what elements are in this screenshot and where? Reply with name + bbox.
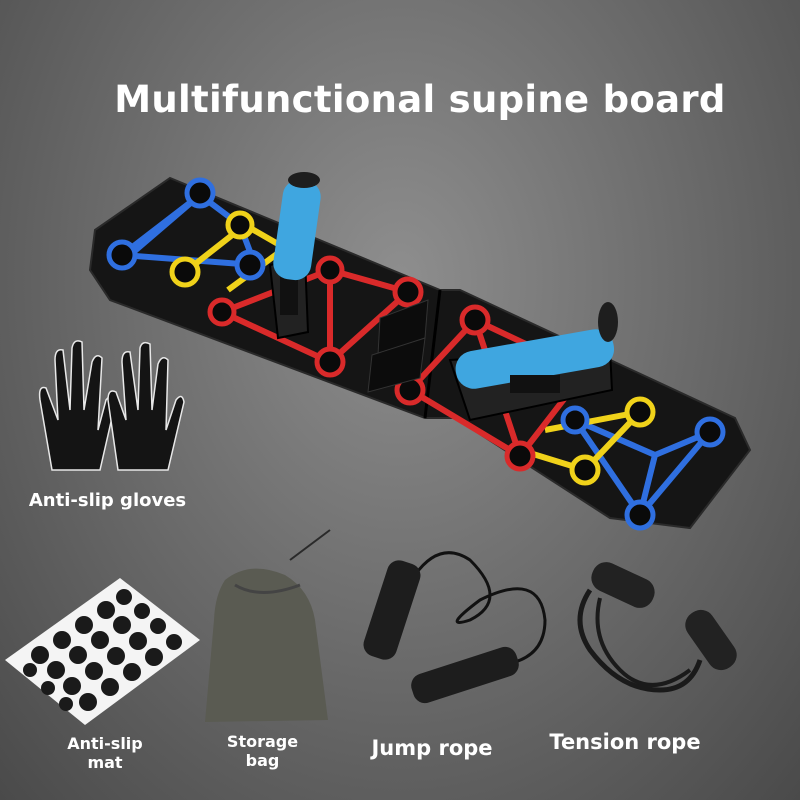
mat-label-line2: mat [87,753,123,772]
bag-label: Storage bag [210,732,315,770]
bag-label-line2: bag [245,751,280,770]
jump-rope-label: Jump rope [371,736,493,760]
pushup-handle-right [448,302,618,422]
board-holes [106,177,726,531]
mat-label-line1: Anti-slip [67,734,143,753]
storage-bag-image [205,529,331,722]
jump-rope-image [363,551,547,704]
anti-slip-mat-image [5,578,200,725]
pushup-board [88,176,752,531]
product-title: Multifunctional supine board [114,78,726,121]
pushup-handle-left [268,172,321,340]
tension-rope-label: Tension rope [549,730,701,754]
gloves-label: Anti-slip gloves [28,490,187,511]
mat-label: Anti-slip mat [50,734,160,772]
gloves-image [38,340,185,471]
bag-label-line1: Storage [226,732,299,751]
tension-rope-image [577,562,737,693]
